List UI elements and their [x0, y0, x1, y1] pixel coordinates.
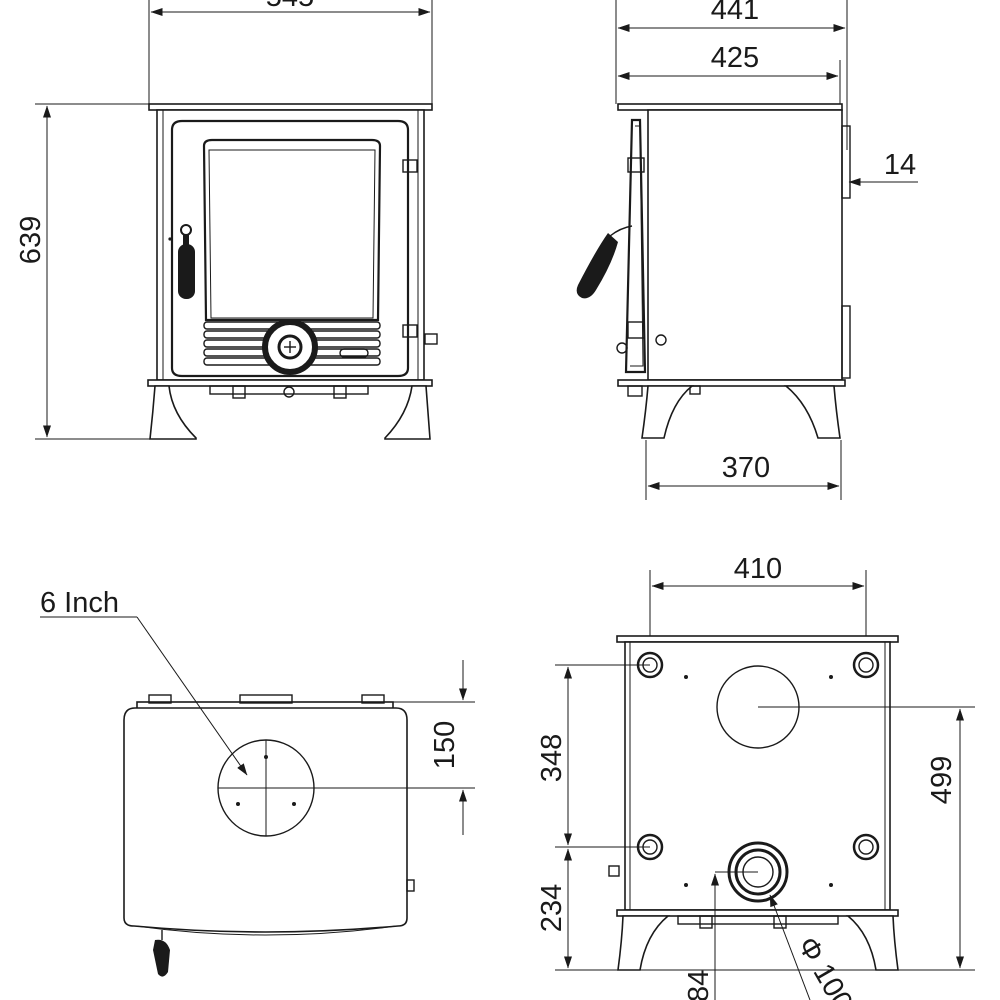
- side-overall-depth-dimension: 441: [615, 0, 848, 150]
- rear-flue-height-dimension: 499: [926, 708, 964, 969]
- front-width-label: 545: [266, 0, 314, 13]
- rear-fixing-bosses: [636, 651, 880, 861]
- rear-fixing-width-label: 410: [734, 553, 782, 585]
- rear-air-inlet-diameter-label: Φ 100: [791, 932, 859, 1000]
- front-left-leg: [149, 385, 197, 440]
- rear-view: 410: [536, 553, 975, 1000]
- latch: [424, 333, 438, 345]
- side-overall-depth-label: 441: [711, 0, 759, 26]
- rear-fixing-spacing-label: 348: [536, 734, 568, 782]
- maker-badge: [339, 348, 369, 358]
- rear-fixing-width-dimension: 410: [649, 553, 867, 648]
- top-handle-icon: [153, 930, 170, 977]
- top-view: 6 Inch 150: [40, 587, 475, 977]
- side-body-depth-label: 425: [711, 42, 759, 74]
- rear-lower-fixing-dimension: 234: [536, 848, 572, 969]
- rear-top-plate: [616, 635, 899, 643]
- top-flue-outlet: [217, 739, 475, 837]
- upper-hinge: [402, 159, 418, 173]
- top-flue-offset-dimension: 150: [429, 660, 467, 835]
- rear-right-leg: [845, 915, 899, 971]
- side-door-profile: [624, 118, 647, 374]
- side-body-depth-dimension: 425: [617, 42, 841, 106]
- front-height-dimension: 639: [15, 103, 150, 440]
- front-base-plate: [147, 379, 433, 387]
- lower-hinge: [402, 324, 418, 338]
- side-base-plate: [617, 379, 846, 387]
- flue-size-callout: 6 Inch: [40, 587, 248, 776]
- door-handle-icon: [168, 224, 195, 299]
- front-width-dimension: 545: [148, 0, 433, 106]
- rear-base-plate: [616, 909, 899, 917]
- front-view: 545 639: [15, 0, 438, 440]
- flue-callout-label: 6 Inch: [40, 587, 119, 619]
- door-glass: [202, 138, 382, 322]
- rear-air-inlet-height-label: 84: [683, 970, 715, 1000]
- rear-left-leg: [617, 915, 671, 971]
- front-height-label: 639: [15, 216, 47, 264]
- side-rear-offset-label: 14: [884, 149, 916, 181]
- side-view: 441 425 14: [576, 0, 918, 500]
- rear-small-marks: [684, 675, 833, 887]
- rear-lower-fixing-label: 234: [536, 884, 568, 932]
- side-leg-span-label: 370: [722, 452, 770, 484]
- side-handle-icon: [576, 225, 633, 299]
- air-control-knob: [262, 319, 318, 375]
- front-right-leg: [384, 385, 431, 440]
- side-front-leg: [641, 385, 695, 439]
- side-body: [647, 109, 843, 381]
- rear-fixing-spacing-dimension: 348: [536, 666, 572, 846]
- front-top-plate: [148, 103, 433, 111]
- side-rear-offset-dimension: 14: [800, 149, 918, 186]
- side-top-plate: [617, 103, 843, 111]
- side-leg-span-dimension: 370: [645, 440, 842, 500]
- top-flue-offset-label: 150: [429, 721, 461, 769]
- rear-air-inlet-height-dimension: 84: [683, 873, 719, 1000]
- rear-flue-height-label: 499: [926, 756, 958, 804]
- side-rear-leg: [783, 385, 841, 439]
- front-door: [170, 119, 410, 378]
